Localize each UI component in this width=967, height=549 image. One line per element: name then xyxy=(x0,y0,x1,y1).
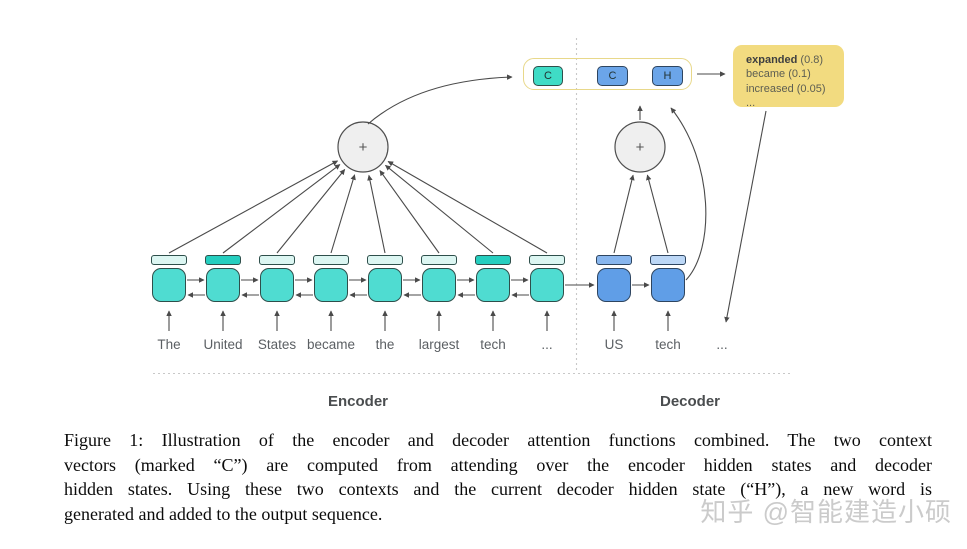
diagram-connectors: ++ xyxy=(153,38,792,375)
encoder-attention-weight-bar xyxy=(151,255,187,265)
decoder-section-label: Decoder xyxy=(659,393,721,410)
plus-symbol: + xyxy=(636,139,645,156)
encoder-attention-weight-bar xyxy=(259,255,295,265)
input-token-label: The xyxy=(157,337,181,352)
decoder-attention-line xyxy=(646,174,669,254)
caption-line: hidden states. Using these two contexts … xyxy=(64,479,932,500)
decoder-attention-weight-bar xyxy=(650,255,686,265)
encoder-attention-weight-bar xyxy=(313,255,349,265)
input-token-label: the xyxy=(375,337,395,352)
predicted-prob: (0.8) xyxy=(800,54,824,66)
output-token-label: tech xyxy=(655,337,681,352)
encoder-attention-line xyxy=(276,169,346,254)
encoder-attention-line xyxy=(379,170,440,254)
encoder-attention-line xyxy=(222,164,341,254)
input-token-label: United xyxy=(203,337,243,352)
input-token-label: tech xyxy=(480,337,506,352)
encoder-hidden-state-cell xyxy=(422,268,456,302)
caption-line: Figure 1: Illustration of the encoder an… xyxy=(64,430,932,450)
figure-caption: Figure 1: Illustration of the encoder an… xyxy=(64,428,932,526)
context-label: H xyxy=(663,70,672,82)
input-token-label: largest xyxy=(418,337,460,352)
decoder-context-vector-box: C xyxy=(597,66,628,86)
encoder-attention-line xyxy=(330,174,356,254)
input-token-label: became xyxy=(306,337,356,352)
encoder-context-vector-box: C xyxy=(533,66,563,86)
prediction-line: ... xyxy=(746,96,756,109)
encoder-hidden-state-cell xyxy=(206,268,240,302)
prediction-probabilities-box: expanded (0.8) became (0.1) increased (0… xyxy=(733,45,844,109)
encoder-attention-line xyxy=(168,160,339,254)
decoder-attention-weight-bar xyxy=(596,255,632,265)
encoder-attention-line xyxy=(367,174,386,254)
output-token-label: US xyxy=(604,337,624,352)
encoder-hidden-state-cell xyxy=(260,268,294,302)
context-highlight-frame xyxy=(523,58,692,90)
encoder-attention-line xyxy=(385,164,494,254)
encoder-context-curved-arrow xyxy=(367,74,513,125)
encoder-attention-line xyxy=(387,160,548,254)
encoder-hidden-state-cell xyxy=(530,268,564,302)
zhihu-watermark: 知乎 @智能建造小硕 xyxy=(700,497,952,527)
prediction-line: increased (0.05) xyxy=(746,82,826,95)
decoder-sum-circle xyxy=(614,121,666,173)
caption-line: generated and added to the output sequen… xyxy=(64,503,383,524)
encoder-hidden-state-cell xyxy=(476,268,510,302)
encoder-hidden-state-cell xyxy=(368,268,402,302)
prediction-top-line: expanded (0.8) xyxy=(746,53,844,67)
encoder-section-label: Encoder xyxy=(327,393,388,410)
decoder-hidden-state-cell xyxy=(651,268,685,302)
decoder-attention-line xyxy=(613,174,635,254)
encoder-attention-weight-bar xyxy=(529,255,565,265)
context-label: C xyxy=(544,70,552,82)
encoder-hidden-state-cell xyxy=(314,268,348,302)
prediction-line: became (0.1) xyxy=(746,68,811,81)
encoder-attention-weight-bar xyxy=(367,255,403,265)
encoder-attention-weight-bar xyxy=(475,255,511,265)
caption-line: vectors (marked “C”) are computed from a… xyxy=(64,454,932,475)
encoder-attention-weight-bar xyxy=(421,255,457,265)
plus-symbol: + xyxy=(359,139,368,156)
prediction-to-output-arrow xyxy=(724,110,767,323)
predicted-word: expanded xyxy=(746,54,798,66)
encoder-sum-circle xyxy=(337,121,389,173)
input-token-label: ... xyxy=(541,337,553,352)
decoder-hidden-state-box: H xyxy=(652,66,683,86)
input-token-label: States xyxy=(257,337,297,352)
next-output-token-placeholder: ... xyxy=(716,337,728,352)
encoder-attention-weight-bar xyxy=(205,255,241,265)
hidden-state-curved-arrow xyxy=(670,107,707,281)
decoder-hidden-state-cell xyxy=(597,268,631,302)
context-label: C xyxy=(608,70,617,82)
encoder-hidden-state-cell xyxy=(152,268,186,302)
